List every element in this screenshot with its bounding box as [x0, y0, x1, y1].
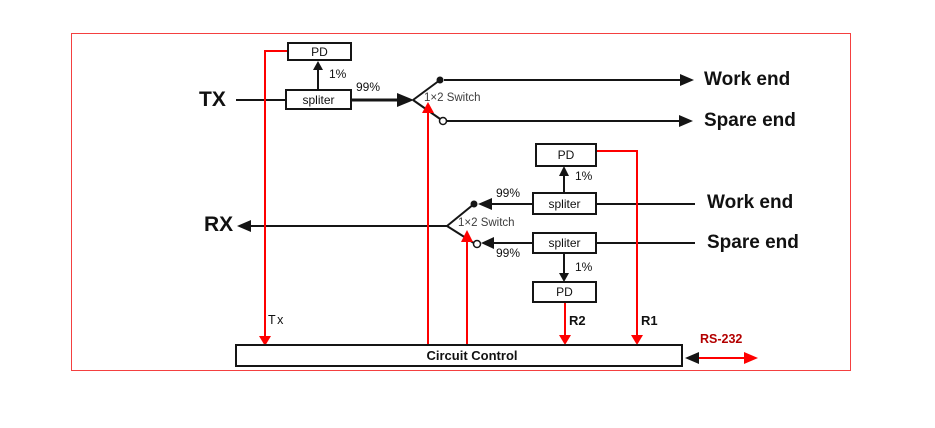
- tx-switch-label: 1×2 Switch: [424, 92, 481, 104]
- work-end-mid-label: Work end: [707, 192, 794, 213]
- r1-red-line: [597, 150, 638, 336]
- rx-spare-99-arrowhead: [481, 237, 494, 249]
- rx-work-splitter-box: spliter: [532, 192, 597, 215]
- rx-spare-splitter-box: spliter: [532, 232, 597, 254]
- spare-end-top-arrowhead: [679, 115, 693, 127]
- tx-monitor-signal-label: Tx: [268, 313, 285, 327]
- spare-end-top-label: Spare end: [704, 110, 796, 131]
- tx-splitter-box: spliter: [285, 89, 352, 110]
- tx-label: TX: [199, 88, 226, 111]
- rx-spare-tap-percent-label: 1%: [575, 260, 593, 274]
- rx-switch-work-port-dot: [470, 200, 478, 208]
- rx-work-tap-arrowhead: [559, 166, 569, 176]
- rx-switch-control-arrowhead: [461, 230, 473, 242]
- rs232-label: RS-232: [700, 332, 743, 346]
- rx-switch-label: 1×2 Switch: [458, 217, 515, 229]
- tx-tap-arrowhead: [313, 61, 323, 70]
- work-end-top-label: Work end: [704, 69, 791, 90]
- tx-tap-percent-label: 1%: [329, 67, 347, 81]
- circuit-control-box: Circuit Control: [235, 344, 683, 367]
- tx-switch-work-port-dot: [436, 76, 444, 84]
- tx-through-percent-label: 99%: [356, 80, 381, 94]
- rx-work-through-percent-label: 99%: [496, 186, 521, 200]
- rx-label: RX: [204, 213, 234, 236]
- rx-work-pd-box: PD: [535, 143, 597, 167]
- rx-switch-spare-port-circle: [472, 239, 482, 249]
- rs232-right-arrowhead: [744, 352, 758, 364]
- r2-arrowhead: [559, 335, 571, 345]
- rx-spare-through-percent-label: 99%: [496, 246, 521, 260]
- rx-work-tap-percent-label: 1%: [575, 169, 593, 183]
- tx-monitor-red-line: [264, 50, 287, 337]
- tx-switch-spare-port-circle: [438, 116, 448, 126]
- r1-signal-label: R1: [641, 313, 658, 328]
- rx-spare-pd-box: PD: [532, 281, 597, 303]
- rs232-left-arrowhead: [685, 352, 699, 364]
- tx-monitor-arrowhead: [259, 336, 271, 346]
- tx-switch-control-arrowhead: [422, 102, 434, 113]
- work-end-top-arrowhead: [680, 74, 694, 86]
- tx-pd-box: PD: [287, 42, 352, 61]
- rx-spare-tap-arrowhead: [559, 273, 569, 282]
- spare-end-mid-label: Spare end: [707, 232, 799, 253]
- r2-signal-label: R2: [569, 313, 586, 328]
- rx-work-99-arrowhead: [478, 198, 492, 210]
- r1-arrowhead: [631, 335, 643, 345]
- tx-main-arrowhead: [397, 93, 414, 107]
- rx-output-arrowhead: [237, 220, 251, 232]
- diagram-border-frame: [71, 33, 851, 371]
